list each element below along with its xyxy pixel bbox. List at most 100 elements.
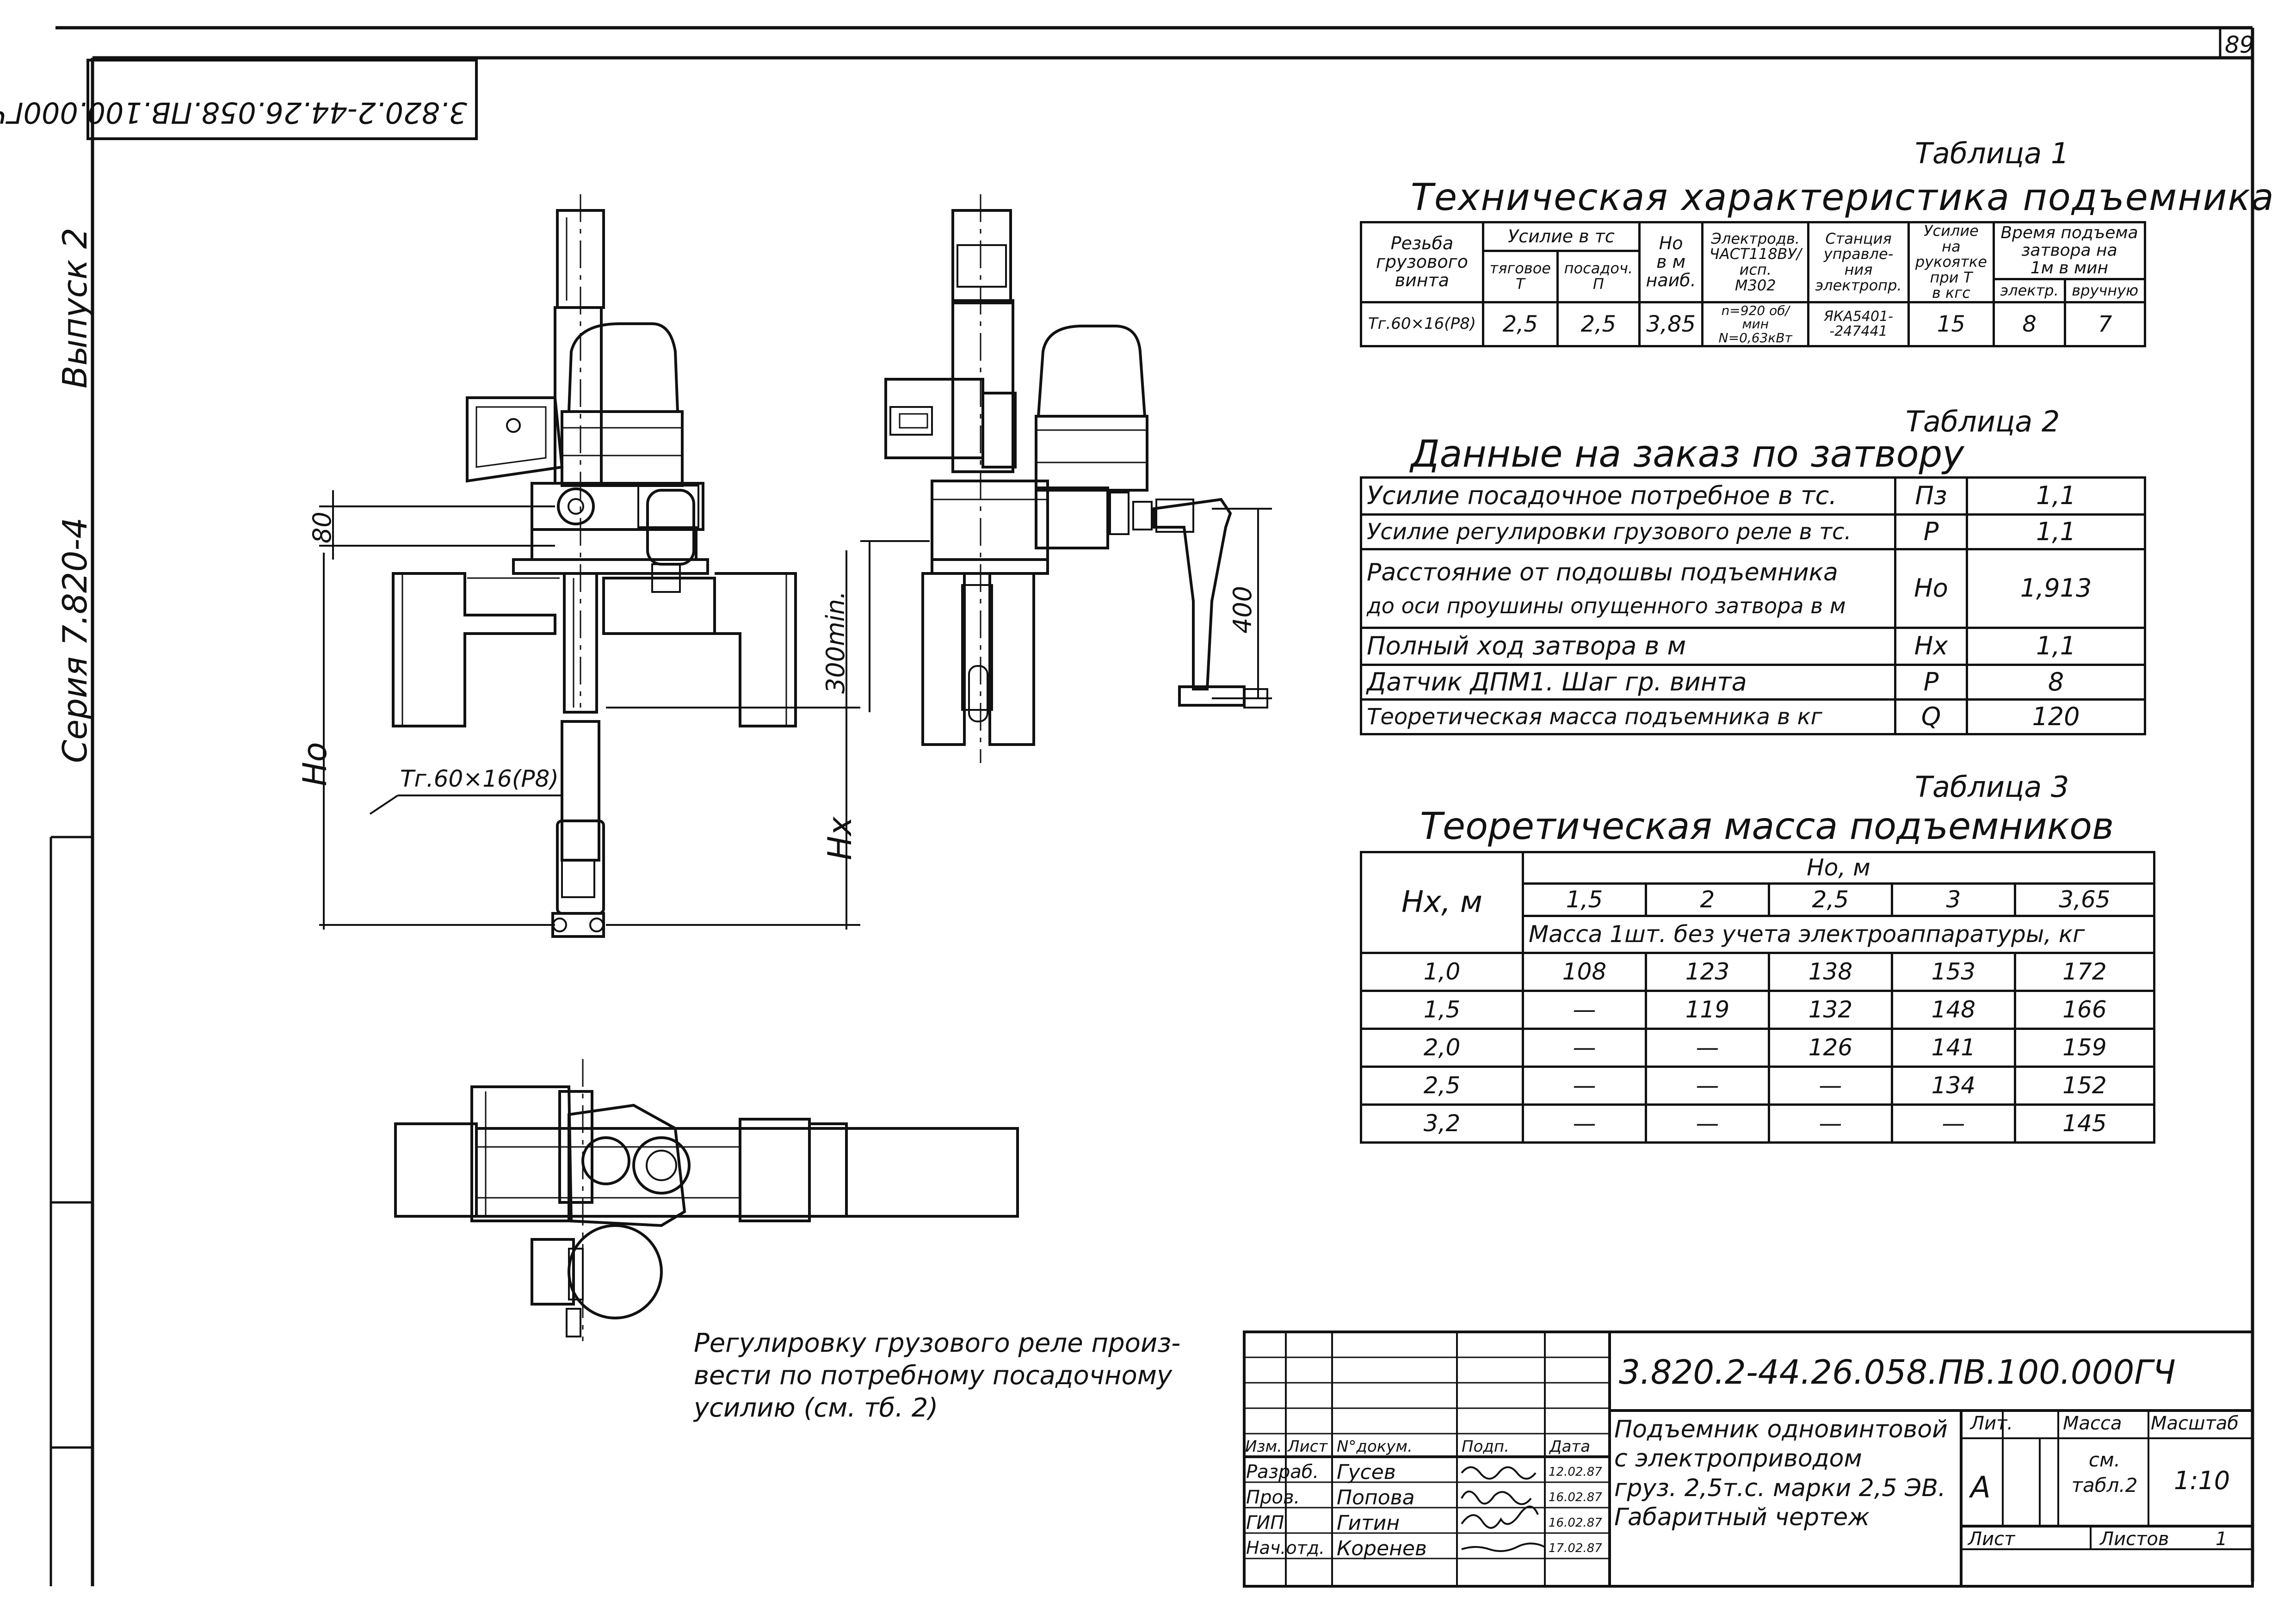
hdr-sign: Подп. bbox=[1462, 1437, 1509, 1456]
dim-400-label: 400 bbox=[1228, 585, 1257, 634]
mirror-code-label: 3.820.2-44.26.058.ПВ.100.000ГЧ bbox=[0, 96, 467, 129]
hdr-izm: Изм. bbox=[1245, 1437, 1282, 1456]
t2-val-0: 1,1 bbox=[1966, 476, 2146, 516]
sheet-label: Лист bbox=[1968, 1528, 2015, 1550]
sheets-value: 1 bbox=[2216, 1528, 2228, 1550]
page-number: 89 bbox=[2225, 31, 2254, 58]
plan-view bbox=[394, 1059, 1019, 1341]
drawing-code: 3.820.2-44.26.058.ПВ.100.000ГЧ bbox=[1619, 1353, 2176, 1392]
t3-ho-0: 1,5 bbox=[1522, 882, 1647, 917]
t1-head-man: вручную bbox=[2064, 277, 2146, 303]
drawing-name: Подъемник одновинтовой с электроприводом… bbox=[1614, 1416, 1948, 1532]
series-label: Серия 7.820-4 bbox=[56, 517, 94, 763]
note-line-1: Регулировку грузового реле произ- bbox=[694, 1328, 1181, 1358]
table1-caption: Таблица 1 bbox=[1915, 136, 2069, 170]
dim-80-label: 80 bbox=[308, 511, 337, 543]
role-0: Разраб. bbox=[1246, 1461, 1319, 1483]
person-2: Гитин bbox=[1337, 1511, 1400, 1535]
table2: Усилие посадочное потребное в тс. Пз 1,1… bbox=[1360, 476, 2146, 735]
table2-title: Данные на заказ по затвору bbox=[1411, 432, 1964, 475]
t2-sym-1: Р bbox=[1894, 513, 1968, 550]
t1-thread: Тг.60×16(Р8) bbox=[1360, 301, 1484, 347]
lit-value: А bbox=[1970, 1471, 1991, 1505]
person-0: Гусев bbox=[1337, 1460, 1396, 1484]
t2-label-5: Теоретическая масса подъемника в кг bbox=[1360, 698, 1896, 735]
mass-label: Масса bbox=[2063, 1413, 2122, 1434]
signature-marks bbox=[1461, 1466, 1545, 1552]
t2-sym-5: Q bbox=[1894, 698, 1968, 735]
dim-ho-label: Hо bbox=[296, 742, 334, 786]
sheets-label: Листов bbox=[2100, 1528, 2169, 1550]
table1-title: Техническая характеристика подъемника bbox=[1411, 176, 2275, 219]
role-3: Нач.отд. bbox=[1246, 1538, 1325, 1558]
front-view-dimensions bbox=[319, 490, 860, 930]
t1-T: 2,5 bbox=[1481, 301, 1559, 347]
table3-caption: Таблица 3 bbox=[1915, 770, 2069, 804]
date-3: 17.02.87 bbox=[1549, 1541, 1602, 1555]
hdr-date: Дата bbox=[1549, 1437, 1591, 1456]
t1-time-el: 8 bbox=[1992, 301, 2067, 347]
dim-300-label: 300min. bbox=[821, 591, 850, 694]
note-line-2: вести по потребному посадочному bbox=[694, 1361, 1173, 1391]
t2-sym-0: Пз bbox=[1894, 476, 1968, 516]
date-0: 12.02.87 bbox=[1549, 1465, 1602, 1479]
t3-ho-1: 2 bbox=[1644, 882, 1770, 917]
role-2: ГИП bbox=[1246, 1512, 1284, 1534]
t2-val-2: 1,913 bbox=[1966, 548, 2146, 629]
t1-ho: 3,85 bbox=[1638, 301, 1704, 347]
date-1: 16.02.87 bbox=[1549, 1491, 1602, 1504]
t1-head-seat: посадоч.П bbox=[1556, 250, 1641, 303]
table3: Hх, м Hо, м 1,5 2 2,5 3 3,65 Масса 1шт. … bbox=[1360, 851, 2156, 1144]
side-view bbox=[884, 194, 1268, 763]
t2-label-1: Усилие регулировки грузового реле в тс. bbox=[1360, 513, 1896, 550]
t2-label-4: Датчик ДПМ1. Шаг гр. винта bbox=[1360, 664, 1896, 701]
t3-ho-4: 3,65 bbox=[2013, 882, 2156, 917]
t3-ho-3: 3 bbox=[1890, 882, 2016, 917]
t1-station: ЯКА5401--247441 bbox=[1807, 301, 1910, 347]
person-3: Коренев bbox=[1337, 1537, 1427, 1560]
t1-P: 2,5 bbox=[1556, 301, 1641, 347]
role-1: Пров. bbox=[1246, 1487, 1300, 1508]
t1-head-motor: Электродв.ЧАСТ118ВУ/исп.М302 bbox=[1701, 221, 1810, 303]
person-1: Попова bbox=[1337, 1486, 1415, 1509]
t2-label-0: Усилие посадочное потребное в тс. bbox=[1360, 476, 1896, 516]
t2-sym-4: Р bbox=[1894, 664, 1968, 701]
title-block-lines bbox=[1243, 1331, 2254, 1588]
hdr-doc: N°докум. bbox=[1337, 1437, 1413, 1456]
t1-head-el: электр. bbox=[1992, 277, 2067, 303]
regulation-note: Регулировку грузового реле произ- вести … bbox=[694, 1327, 1180, 1424]
t2-label-3: Полный ход затвора в м bbox=[1360, 627, 1896, 666]
t2-sym-2: Hо bbox=[1894, 548, 1968, 629]
lit-label: Лит. bbox=[1970, 1413, 2013, 1434]
front-view bbox=[392, 194, 797, 938]
t3-hx-head: Hх, м bbox=[1360, 851, 1524, 954]
dim-hx-label: Hх bbox=[821, 816, 859, 860]
t2-val-3: 1,1 bbox=[1966, 627, 2146, 666]
issue-label: Выпуск 2 bbox=[56, 228, 94, 388]
t3-ho-head: Hо, м bbox=[1522, 851, 2155, 885]
side-view-dimensions bbox=[860, 508, 1272, 712]
scale-label: Масштаб bbox=[2151, 1413, 2239, 1434]
t1-head-force: Усилие в тс bbox=[1481, 221, 1641, 252]
t3-ho-2: 2,5 bbox=[1767, 882, 1893, 917]
t3-mass-head: Масса 1шт. без учета электроаппаратуры, … bbox=[1522, 915, 2155, 954]
table2-caption: Таблица 2 bbox=[1906, 405, 2060, 438]
t2-val-4: 8 bbox=[1966, 664, 2146, 701]
t1-time-man: 7 bbox=[2064, 301, 2146, 347]
t1-handle: 15 bbox=[1907, 301, 1995, 347]
t2-sym-3: Hх bbox=[1894, 627, 1968, 666]
